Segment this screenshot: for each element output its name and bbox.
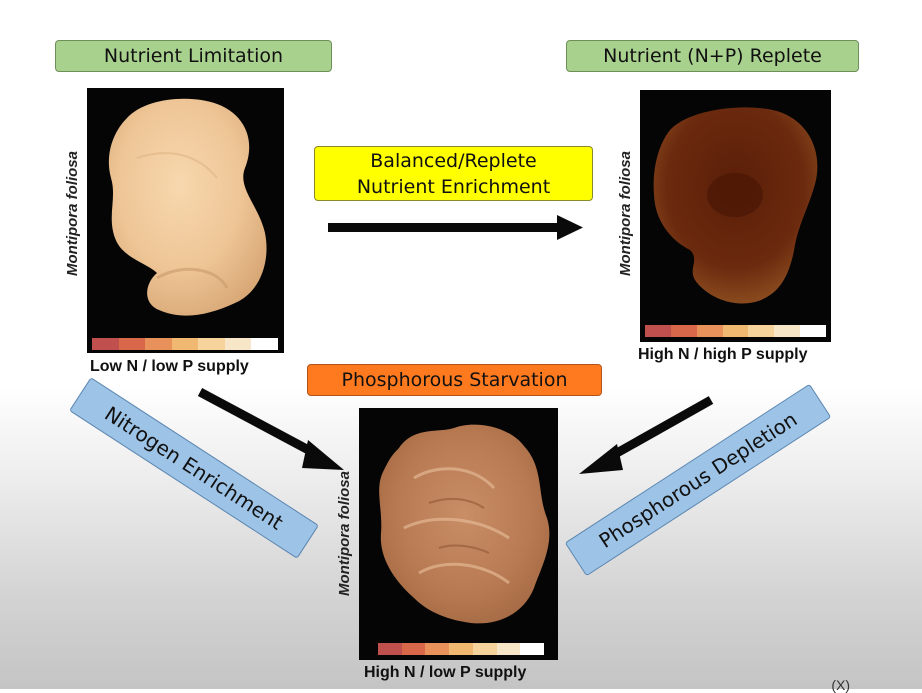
color-scale-left: [92, 338, 279, 350]
coral-photo-low-n-low-p: [87, 88, 284, 353]
supply-label-right: High N / high P supply: [638, 346, 808, 363]
color-scale-bottom: [378, 643, 545, 655]
arrow-down-right: [197, 388, 344, 470]
color-scale-right: [645, 325, 827, 337]
nutrient-replete-label: Nutrient (N+P) Replete: [566, 40, 859, 72]
balanced-enrichment-line2: Nutrient Enrichment: [356, 175, 551, 198]
coral-image-dark: [653, 107, 818, 304]
supply-label-left: Low N / low P supply: [90, 358, 249, 375]
coral-photo-high-n-low-p: [359, 408, 558, 660]
species-label-bottom: Montipora foliosa: [336, 471, 353, 596]
coral-image-starved: [379, 424, 550, 624]
phosphorous-starvation-label: Phosphorous Starvation: [307, 364, 602, 396]
coral-image-pale: [108, 98, 267, 316]
arrow-right: [328, 215, 583, 240]
balanced-enrichment-label: Balanced/Replete Nutrient Enrichment: [314, 146, 593, 201]
nutrient-limitation-label: Nutrient Limitation: [55, 40, 332, 72]
species-label-left: Montipora foliosa: [64, 151, 81, 276]
arrow-down-left: [579, 396, 714, 474]
coral-photo-high-n-high-p: [640, 90, 831, 342]
species-label-right: Montipora foliosa: [617, 151, 634, 276]
balanced-enrichment-line1: Balanced/Replete: [370, 149, 537, 172]
supply-label-bottom: High N / low P supply: [364, 664, 527, 681]
corner-close-mark[interactable]: (X): [831, 677, 850, 693]
